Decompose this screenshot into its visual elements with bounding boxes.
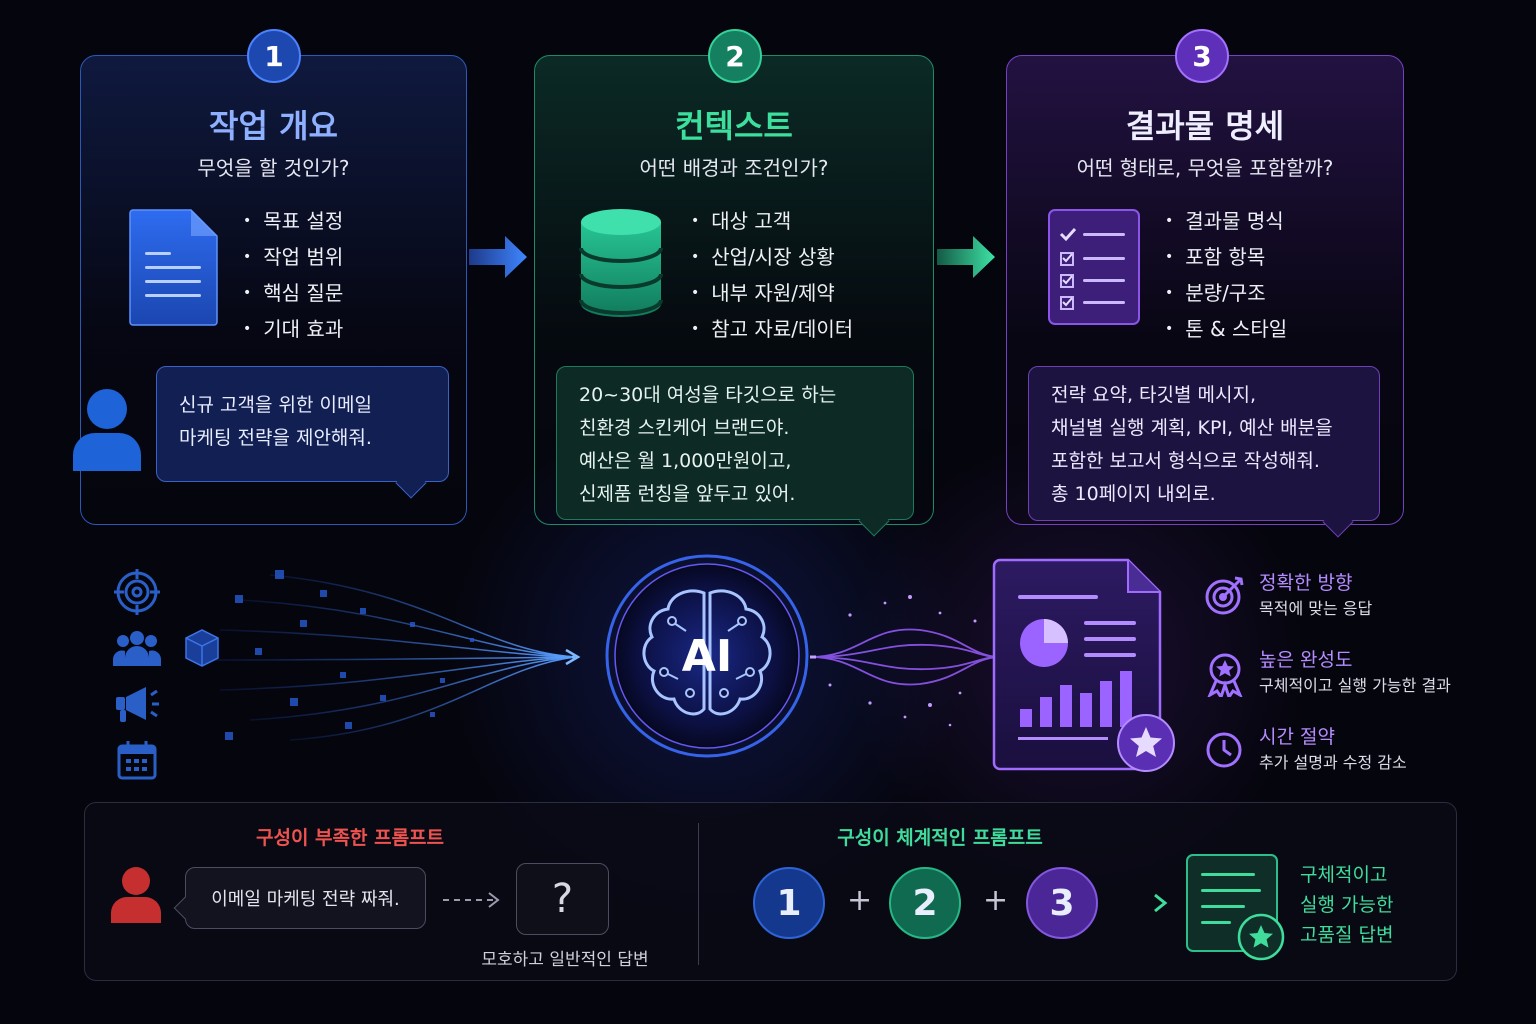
divider: [698, 823, 699, 965]
award-icon: [1204, 651, 1246, 701]
good-result-line: 실행 가능한: [1300, 894, 1394, 916]
benefit-item: 시간 절약 추가 설명과 수정 감소: [1204, 724, 1451, 801]
bullet-item: 대상 고객: [691, 206, 853, 242]
ai-label: AI: [682, 631, 732, 682]
bullet-item: 결과물 명식: [1165, 206, 1287, 242]
step-circle-2: 2: [889, 867, 961, 939]
flow-arrow-icon: [469, 236, 527, 278]
step-bullet-list: 대상 고객 산업/시장 상황 내부 자원/제약 참고 자료/데이터: [691, 206, 853, 350]
example-line: 채널별 실행 계획, KPI, 예산 배분을: [1051, 417, 1333, 439]
benefit-item: 높은 완성도 구체적이고 실행 가능한 결과: [1204, 647, 1451, 724]
benefit-title: 정확한 방향: [1259, 572, 1353, 594]
step-card-overview: 1 작업 개요 무엇을 할 것인가? 목표 설정 작업 범위 핵심 질문 기대 …: [80, 29, 467, 525]
good-result-text: 구체적이고 실행 가능한 고품질 답변: [1300, 860, 1393, 950]
clock-icon: [1204, 728, 1246, 774]
bullet-item: 분량/구조: [1165, 278, 1287, 314]
brain-icon: [642, 589, 772, 716]
step-title: 결과물 명세: [1125, 107, 1285, 145]
benefit-list: 정확한 방향 목적에 맞는 응답 높은 완성도 구체적이고 실행 가능한 결과 …: [1204, 570, 1451, 801]
bad-result-caption: 모호하고 일반적인 답변: [481, 950, 649, 970]
question-mark-icon: ?: [551, 876, 574, 922]
step-number-badge: 3: [1175, 29, 1229, 83]
bullet-item: 참고 자료/데이터: [691, 314, 853, 350]
step-card-context: 2 컨텍스트 어떤 배경과 조건인가? 대상 고객 산업/시장 상황 내부 자원…: [534, 29, 934, 537]
example-line: 포함한 보고서 형식으로 작성해줘.: [1051, 450, 1320, 472]
plus-sign: +: [983, 883, 1009, 918]
benefit-title: 높은 완성도: [1259, 649, 1353, 671]
step-bullet-list: 목표 설정 작업 범위 핵심 질문 기대 효과: [243, 206, 343, 350]
step-number-badge: 1: [247, 29, 301, 83]
step-subtitle: 무엇을 할 것인가?: [197, 156, 350, 180]
example-line: 예산은 월 1,000만원이고,: [579, 450, 792, 472]
quality-document-icon: [1186, 854, 1285, 961]
bubble-tail: [395, 467, 427, 499]
example-line: 친환경 스킨케어 브랜드야.: [579, 417, 790, 439]
unclear-result-box: ?: [516, 863, 609, 935]
bullet-item: 포함 항목: [1165, 242, 1287, 278]
step-circle-1: 1: [753, 867, 825, 939]
plus-sign: +: [847, 883, 873, 918]
user-avatar-icon: [70, 385, 146, 477]
result-arrow-icon: [1113, 893, 1168, 913]
step-bullet-list: 결과물 명식 포함 항목 분량/구조 톤 & 스타일: [1165, 206, 1287, 350]
user-avatar-icon: [109, 865, 163, 929]
example-line: 전략 요약, 타깃별 메시지,: [1051, 384, 1256, 406]
good-result-line: 구체적이고: [1300, 864, 1388, 886]
bullet-item: 기대 효과: [243, 314, 343, 350]
input-icons: [110, 565, 164, 789]
benefit-desc: 추가 설명과 수정 감소: [1259, 753, 1407, 772]
prompt-comparison-panel: 구성이 부족한 프롬프트 이메일 마케팅 전략 짜줘. ? 모호하고 일반적인 …: [84, 802, 1457, 981]
target-icon: [1204, 574, 1246, 620]
good-result-line: 고품질 답변: [1300, 924, 1394, 946]
ai-brain-core: AI: [605, 554, 809, 758]
step-subtitle: 어떤 배경과 조건인가?: [639, 156, 829, 180]
example-line: 총 10페이지 내외로.: [1051, 483, 1216, 505]
star-badge-icon: [1117, 714, 1175, 772]
example-line: 신규 고객을 위한 이메일: [179, 394, 372, 416]
bullet-item: 핵심 질문: [243, 278, 343, 314]
target-icon: [110, 565, 164, 619]
step-number-badge: 2: [708, 29, 762, 83]
bullet-item: 내부 자원/제약: [691, 278, 853, 314]
example-prompt-bubble: 20~30대 여성을 타깃으로 하는 친환경 스킨케어 브랜드야. 예산은 월 …: [556, 366, 914, 537]
report-document-icon: [992, 558, 1175, 772]
example-prompt-bubble: 신규 고객을 위한 이메일 마케팅 전략을 제안해줘.: [156, 366, 449, 499]
bullet-item: 작업 범위: [243, 242, 343, 278]
dashed-arrow-icon: [443, 892, 500, 908]
cube-icon: [185, 629, 219, 667]
step-title: 컨텍스트: [675, 107, 793, 145]
step-circle-3: 3: [1026, 867, 1098, 939]
database-icon: [579, 208, 663, 328]
bullet-item: 목표 설정: [243, 206, 343, 242]
step-title: 작업 개요: [209, 107, 338, 145]
bad-prompt-title: 구성이 부족한 프롬프트: [255, 827, 445, 849]
megaphone-icon: [110, 677, 164, 731]
data-stream-illustration: [185, 570, 581, 741]
flow-arrow-icon: [937, 236, 995, 278]
example-line: 신제품 런칭을 앞두고 있어.: [579, 483, 796, 505]
benefit-item: 정확한 방향 목적에 맞는 응답: [1204, 570, 1451, 647]
good-prompt-title: 구성이 체계적인 프롬프트: [837, 827, 1043, 849]
bubble-tail: [1322, 506, 1354, 538]
document-icon: [129, 208, 219, 330]
example-line: 마케팅 전략을 제안해줘.: [179, 427, 372, 449]
group-icon: [110, 621, 164, 675]
example-prompt-bubble: 전략 요약, 타깃별 메시지, 채널별 실행 계획, KPI, 예산 배분을 포…: [1028, 366, 1380, 538]
bad-prompt-text: 이메일 마케팅 전략 짜줘.: [211, 889, 400, 910]
bubble-tail: [173, 896, 197, 920]
bullet-item: 톤 & 스타일: [1165, 314, 1287, 350]
calendar-icon: [110, 733, 164, 787]
bullet-item: 산업/시장 상황: [691, 242, 853, 278]
checklist-icon: [1047, 208, 1141, 330]
benefit-title: 시간 절약: [1259, 726, 1335, 748]
step-card-deliverable-spec: 3 결과물 명세 어떤 형태로, 무엇을 포함할까? 결과물 명식 포함 항목 …: [1006, 29, 1404, 538]
output-stream-illustration: [810, 595, 999, 727]
benefit-desc: 목적에 맞는 응답: [1259, 599, 1373, 618]
step-subtitle: 어떤 형태로, 무엇을 포함할까?: [1076, 156, 1334, 180]
bad-prompt-bubble: 이메일 마케팅 전략 짜줘.: [173, 867, 426, 929]
benefit-desc: 구체적이고 실행 가능한 결과: [1259, 676, 1451, 695]
example-line: 20~30대 여성을 타깃으로 하는: [579, 384, 837, 406]
